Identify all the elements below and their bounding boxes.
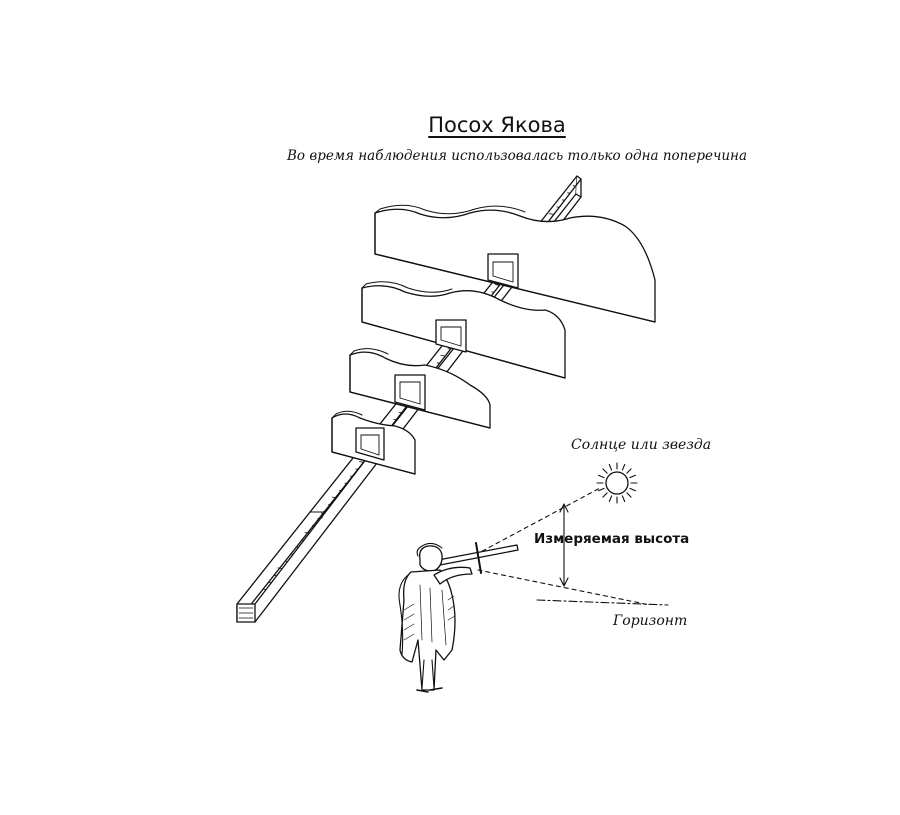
crosspiece-1 <box>374 204 656 323</box>
crosspiece-3 <box>349 348 491 429</box>
horizon-sight-line <box>477 569 651 606</box>
crosspiece-4 <box>331 410 416 475</box>
sight-lines <box>474 487 651 606</box>
horizon-line <box>536 599 669 606</box>
label-sun-or-star: Солнце или звезда <box>571 437 712 453</box>
sun-sight-line <box>474 487 601 556</box>
altitude-arrow <box>559 503 569 587</box>
crosspiece-2 <box>361 281 566 379</box>
sun-icon <box>596 462 638 504</box>
diagram-title: Посох Якова <box>428 113 566 137</box>
label-horizon: Горизонт <box>613 613 688 629</box>
observer-figure-icon <box>398 542 519 693</box>
label-measured-altitude: Измеряемая высота <box>534 531 690 547</box>
diagram-subtitle: Во время наблюдения использовалась тольк… <box>287 148 747 164</box>
